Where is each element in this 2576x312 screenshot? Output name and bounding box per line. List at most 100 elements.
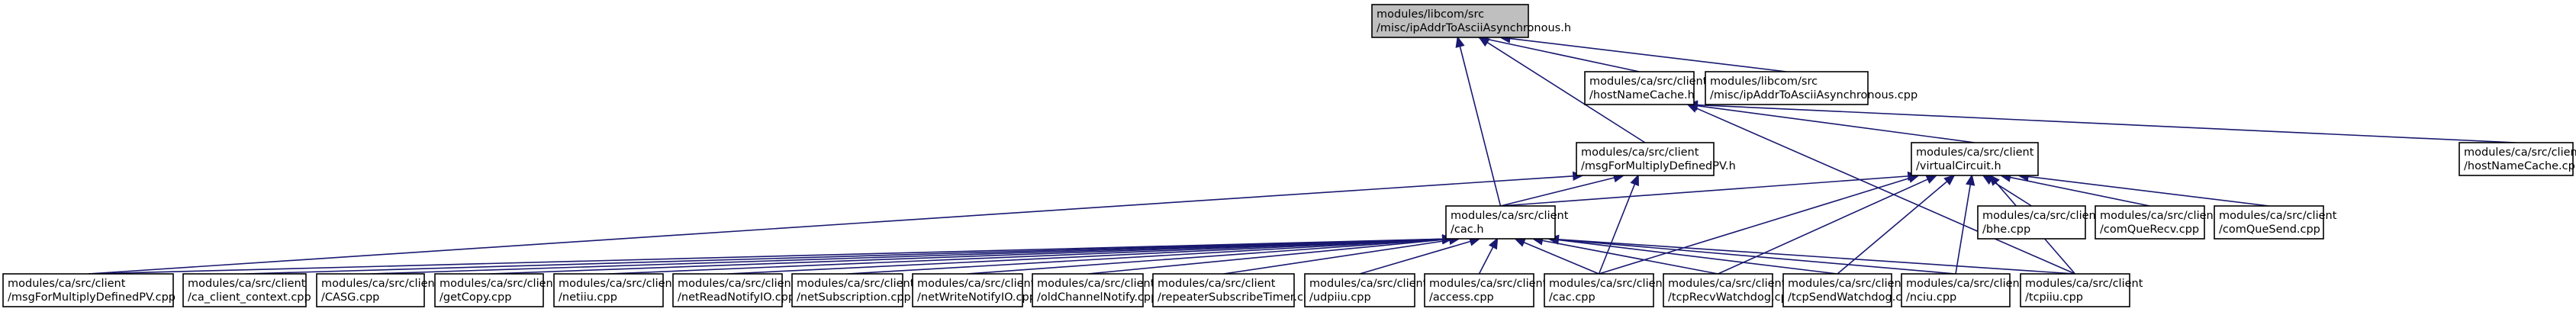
- node-box: [1782, 273, 1892, 307]
- edges-layer: [88, 34, 2516, 275]
- node-box: [1371, 4, 1529, 38]
- node-label-line2: /bhe.cpp: [1982, 224, 2030, 236]
- node-label-line2: /repeaterSubscribeTimer.cpp: [1158, 291, 1317, 304]
- edge-arrowhead: [1630, 174, 1639, 187]
- node-label-line2: /hostNameCache.cpp: [2464, 160, 2576, 172]
- node-box: [1544, 273, 1654, 307]
- node-label-line1: modules/ca/src/client: [188, 278, 306, 290]
- edge-hostNameCache_h-to-virtualCircuit_h: [1686, 101, 1975, 143]
- node-nciu-cpp[interactable]: modules/ca/src/client/nciu.cpp: [1901, 273, 2024, 307]
- edge-line: [2027, 175, 2269, 207]
- edge-virtualCircuit_h-to-cac_cpp: [1599, 173, 1921, 275]
- node-netiiu-cpp[interactable]: modules/ca/src/client/netiiu.cpp: [553, 273, 677, 307]
- node-cac-h[interactable]: modules/ca/src/client/cac.h: [1445, 205, 1569, 240]
- edge-line: [608, 238, 1444, 275]
- node-label-line1: modules/ca/src/client: [1982, 210, 2101, 222]
- edge-line: [488, 238, 1444, 275]
- edge-root-to-hostNameCache_h: [1476, 34, 1640, 72]
- node-box: [1424, 273, 1534, 307]
- node-box: [2458, 142, 2574, 176]
- node-msgformultiplydefinedpv-cpp[interactable]: modules/ca/src/client/msgForMultiplyDefi…: [2, 273, 175, 307]
- edge-virtualCircuit_h-to-tcpRecvWatchdog_cpp: [1718, 175, 1938, 275]
- node-hostnamecache-cpp[interactable]: modules/ca/src/client/hostNameCache.cpp: [2458, 142, 2576, 176]
- node-hostnamecache-h[interactable]: modules/ca/src/client/hostNameCache.h: [1584, 71, 1708, 105]
- node-ca-client-context-cpp[interactable]: modules/ca/src/client/ca_client_context.…: [182, 273, 311, 307]
- node-label-line1: modules/ca/src/client: [8, 278, 126, 290]
- node-label-line1: modules/ca/src/client: [2219, 210, 2337, 222]
- node-label-line1: modules/libcom/src: [1377, 8, 1484, 21]
- edge-arrowhead: [1686, 104, 1699, 113]
- node-label-line2: /netWriteNotifyIO.cpp: [917, 291, 1036, 304]
- node-box: [1152, 273, 1295, 307]
- node-ipaddr-cpp[interactable]: modules/libcom/src/misc/ipAddrToAsciiAsy…: [1705, 71, 1918, 105]
- node-label-line2: /netSubscription.cpp: [797, 291, 911, 304]
- node-oldchannelnotify-cpp[interactable]: modules/ca/src/client/oldChannelNotify.c…: [1032, 273, 1158, 307]
- node-label-line2: /msgForMultiplyDefinedPV.cpp: [8, 291, 175, 304]
- node-label-line1: modules/ca/src/client: [2025, 278, 2143, 290]
- edge-line: [1500, 175, 1909, 207]
- node-label-line1: modules/ca/src/client: [1916, 146, 2034, 159]
- edge-line: [1696, 104, 2516, 143]
- node-access-cpp[interactable]: modules/ca/src/client/access.cpp: [1424, 273, 1547, 307]
- edge-hostNameCache_h-to-hostNameCache_cpp: [1686, 100, 2516, 143]
- edge-line: [967, 239, 1444, 275]
- node-tcpsendwatchdog-cpp[interactable]: modules/ca/src/client/tcpSendWatchdog.cp…: [1782, 273, 1916, 307]
- node-label-line2: /tcpRecvWatchdog.cpp: [1668, 291, 1795, 304]
- node-tcprecvwatchdog-cpp[interactable]: modules/ca/src/client/tcpRecvWatchdog.cp…: [1663, 273, 1795, 307]
- edge-line: [1359, 240, 1471, 275]
- node-label-line1: modules/ca/src/client: [1158, 278, 1276, 290]
- node-label-line1: modules/ca/src/client: [1581, 146, 1699, 159]
- node-box: [553, 273, 664, 307]
- node-label-line1: modules/ca/src/client: [917, 278, 1035, 290]
- node-label-line1: modules/ca/src/client: [2464, 146, 2576, 159]
- node-box: [2020, 273, 2130, 307]
- node-label-line2: /comQueRecv.cpp: [2100, 224, 2199, 236]
- node-netsubscription-cpp[interactable]: modules/ca/src/client/netSubscription.cp…: [791, 273, 915, 307]
- edge-arrowhead: [1488, 237, 1499, 250]
- edge-cac_h-to-tcpRecvWatchdog_cpp: [1531, 236, 1718, 275]
- edge-line: [1557, 239, 1838, 275]
- node-root[interactable]: modules/libcom/src/misc/ipAddrToAsciiAsy…: [1371, 4, 1571, 38]
- edge-line: [370, 238, 1444, 275]
- node-tcpiiu-cpp[interactable]: modules/ca/src/client/tcpiiu.cpp: [2020, 273, 2143, 307]
- edge-arrowhead: [1513, 238, 1527, 247]
- node-box: [2214, 205, 2324, 240]
- node-box: [2, 273, 174, 307]
- node-comquerecv-cpp[interactable]: modules/ca/src/client/comQueRecv.cpp: [2095, 205, 2218, 240]
- node-box: [316, 273, 425, 307]
- node-box: [182, 273, 307, 307]
- node-box: [1445, 205, 1556, 240]
- edge-arrowhead: [1925, 175, 1938, 184]
- node-bhe-cpp[interactable]: modules/ca/src/client/bhe.cpp: [1977, 205, 2101, 240]
- node-label-line2: /cac.cpp: [1549, 291, 1596, 304]
- node-virtualcircuit-h[interactable]: modules/ca/src/client/virtualCircuit.h: [1911, 142, 2039, 176]
- node-getcopy-cpp[interactable]: modules/ca/src/client/getCopy.cpp: [434, 273, 558, 307]
- node-repeatersubscribetimer-cpp[interactable]: modules/ca/src/client/repeaterSubscribeT…: [1152, 273, 1317, 307]
- node-netreadnotifyio-cpp[interactable]: modules/ca/src/client/netReadNotifyIO.cp…: [672, 273, 796, 307]
- node-casg-cpp[interactable]: modules/ca/src/client/CASG.cpp: [316, 273, 440, 307]
- node-label-line2: /ca_client_context.cpp: [188, 291, 311, 304]
- node-box: [1663, 273, 1773, 307]
- node-comquesend-cpp[interactable]: modules/ca/src/client/comQueSend.cpp: [2214, 205, 2337, 240]
- node-label-line1: modules/ca/src/client: [1429, 278, 1547, 290]
- edge-line: [727, 238, 1444, 275]
- node-box: [2095, 205, 2205, 240]
- edge-root-to-msgForMultiplyDefinedPV_h: [1478, 36, 1646, 143]
- node-box: [1304, 273, 1415, 307]
- node-label-line2: /virtualCircuit.h: [1916, 160, 2001, 172]
- edge-line: [88, 238, 1444, 275]
- node-label-line1: modules/ca/src/client: [1668, 278, 1786, 290]
- node-label-line2: /CASG.cpp: [321, 291, 379, 304]
- node-cac-cpp[interactable]: modules/ca/src/client/cac.cpp: [1544, 273, 1667, 307]
- node-msgformultiplydefinedpv-h[interactable]: modules/ca/src/client/msgForMultiplyDefi…: [1576, 142, 1736, 176]
- node-box: [912, 273, 1023, 307]
- node-udpiiu-cpp[interactable]: modules/ca/src/client/udpiiu.cpp: [1304, 273, 1428, 307]
- edge-line: [1557, 239, 1956, 275]
- node-label-line1: modules/ca/src/client: [1037, 278, 1155, 290]
- edge-arrowhead: [1966, 173, 1975, 186]
- node-label-line1: modules/ca/src/client: [1788, 278, 1906, 290]
- node-netwritenotifyio-cpp[interactable]: modules/ca/src/client/netWriteNotifyIO.c…: [912, 273, 1036, 307]
- node-box: [1032, 273, 1144, 307]
- node-box: [1584, 71, 1695, 105]
